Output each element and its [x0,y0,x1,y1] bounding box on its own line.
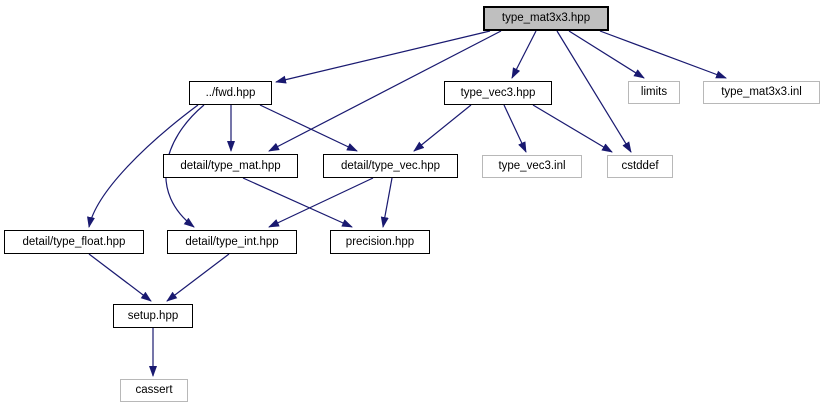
edge-fwd_hpp-to-detail_type_vec_hpp [259,104,358,152]
edge-fwd_hpp-to-detail_type_float_hpp [87,104,199,228]
edge-type_vec3_hpp-to-detail_type_vec_hpp [413,104,472,152]
edge-detail_type_int_hpp-to-setup_hpp [166,253,230,302]
edge-detail_type_float_hpp-to-setup_hpp [88,253,152,302]
graph-node-type_mat3x3_inl: type_mat3x3.inl [703,81,820,104]
graph-node-cstddef: cstddef [607,155,673,178]
graph-node-type_vec3_inl: type_vec3.inl [482,155,582,178]
edge-type_vec3_hpp-to-cstddef [532,104,613,153]
graph-node-detail_type_vec_hpp[interactable]: detail/type_vec.hpp [323,154,458,178]
graph-node-limits: limits [628,81,680,104]
graph-node-type_mat3x3_hpp: type_mat3x3.hpp [483,6,609,31]
edge-detail_type_mat_hpp-to-precision_hpp [242,177,353,228]
graph-node-detail_type_mat_hpp[interactable]: detail/type_mat.hpp [163,154,298,178]
edge-detail_type_vec_hpp-to-detail_type_int_hpp [268,177,374,228]
edge-detail_type_vec_hpp-to-precision_hpp [380,177,393,228]
edge-type_mat3x3_hpp-to-limits [568,30,645,79]
graph-node-fwd_hpp[interactable]: ../fwd.hpp [189,81,272,105]
graph-node-type_vec3_hpp[interactable]: type_vec3.hpp [444,81,552,105]
edge-type_mat3x3_hpp-to-fwd_hpp [275,30,491,84]
graph-node-detail_type_int_hpp[interactable]: detail/type_int.hpp [167,230,297,254]
edge-type_mat3x3_hpp-to-type_mat3x3_inl [599,30,727,79]
edge-type_mat3x3_hpp-to-cstddef [556,30,632,153]
graph-node-detail_type_float_hpp[interactable]: detail/type_float.hpp [4,230,144,254]
graph-node-cassert: cassert [120,379,188,402]
edge-type_mat3x3_hpp-to-detail_type_mat_hpp [268,30,502,152]
graph-node-precision_hpp[interactable]: precision.hpp [330,230,430,254]
graph-node-setup_hpp[interactable]: setup.hpp [113,304,193,328]
edge-type_vec3_hpp-to-type_vec3_inl [503,104,527,153]
edge-type_mat3x3_hpp-to-type_vec3_hpp [511,30,537,79]
